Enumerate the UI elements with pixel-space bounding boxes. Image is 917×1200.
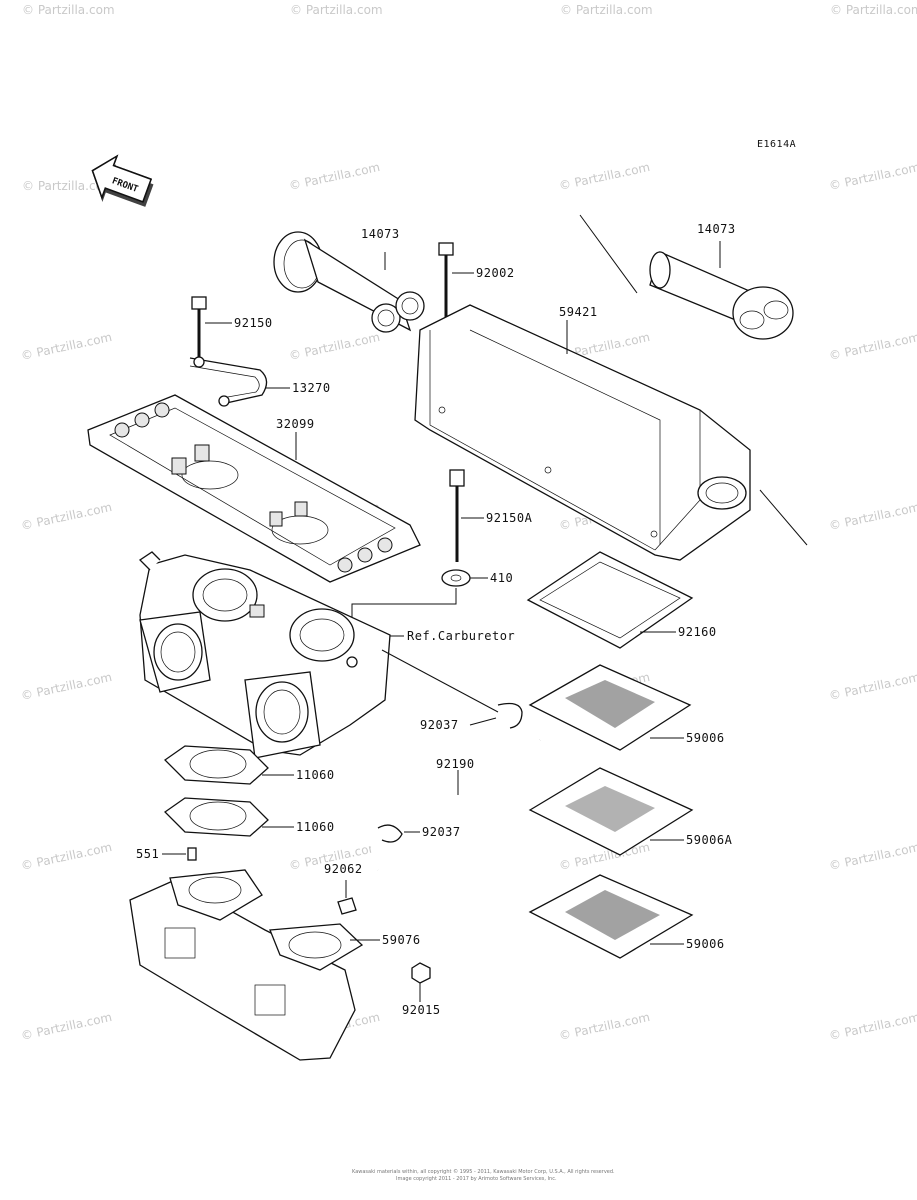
label-92160: 92160: [678, 625, 717, 639]
gasket-92160: [526, 551, 694, 649]
watermark: © Partzilla.com: [22, 3, 115, 17]
watermark: © Partzilla.com: [20, 840, 113, 873]
manifold-59076: [129, 869, 364, 1061]
nut-92015: [411, 962, 431, 984]
label-410: 410: [490, 571, 513, 585]
label-92190: 92190: [436, 757, 475, 771]
watermark: © Partzilla.com: [830, 3, 917, 17]
watermark: © Partzilla.com: [558, 160, 651, 193]
label-32099: 32099: [276, 417, 315, 431]
fitting-92062: [337, 897, 357, 915]
pin-551: [187, 847, 197, 861]
watermark: © Partzilla.com: [828, 500, 917, 533]
label-11060-top: 11060: [296, 768, 335, 782]
label-551: 551: [136, 847, 159, 861]
label-13270: 13270: [292, 381, 331, 395]
screen-59006-top: [528, 664, 692, 751]
watermark: © Partzilla.com: [828, 330, 917, 363]
watermark: © Partzilla.com: [20, 670, 113, 703]
carburetor-assembly: [138, 551, 391, 759]
screen-59006A: [528, 767, 694, 856]
label-59006A: 59006A: [686, 833, 733, 847]
plate-32099: [87, 394, 421, 583]
label-59421: 59421: [559, 305, 598, 319]
watermark: © Partzilla.com: [828, 160, 917, 193]
ref-carburetor-label: Ref.Carburetor: [407, 629, 515, 643]
gasket-11060-bottom: [163, 797, 269, 837]
label-92150A: 92150A: [486, 511, 533, 525]
label-11060-bottom: 11060: [296, 820, 335, 834]
watermark: © Partzilla.com: [290, 3, 383, 17]
label-59076: 59076: [382, 933, 421, 947]
clip-92037-top: [497, 702, 523, 729]
hose-92190: [363, 737, 543, 871]
label-92037-bottom: 92037: [422, 825, 461, 839]
gasket-11060-top: [163, 745, 269, 785]
label-59006-top: 59006: [686, 731, 725, 745]
watermark: © Partzilla.com: [560, 3, 653, 17]
watermark: © Partzilla.com: [828, 670, 917, 703]
watermark: © Partzilla.com: [20, 1010, 113, 1043]
bolt-92150A: [449, 469, 465, 562]
watermark-layer: © Partzilla.com © Partzilla.com © Partzi…: [20, 3, 917, 1043]
label-92062: 92062: [324, 862, 363, 876]
watermark: © Partzilla.com: [20, 330, 113, 363]
watermark: © Partzilla.com: [828, 840, 917, 873]
watermark: © Partzilla.com: [22, 179, 115, 193]
watermark: © Partzilla.com: [828, 1010, 917, 1043]
diagram-code: E1614A: [757, 139, 796, 150]
washer-410: [441, 569, 471, 587]
label-92015: 92015: [402, 1003, 441, 1017]
front-arrow-icon: FRONT: [91, 154, 154, 207]
label-92002: 92002: [476, 266, 515, 280]
bracket-13270: [189, 356, 268, 407]
copyright-line-1: Kawasaki materials within, all copyright…: [352, 1168, 615, 1175]
label-92037-top: 92037: [420, 718, 459, 732]
label-14073-left: 14073: [361, 227, 400, 241]
screen-59006-bottom: [528, 874, 694, 959]
watermark: © Partzilla.com: [288, 160, 381, 193]
watermark: © Partzilla.com: [20, 500, 113, 533]
bolt-92150: [191, 296, 207, 362]
clip-92037-bottom: [377, 824, 403, 843]
watermark: © Partzilla.com: [558, 1010, 651, 1043]
label-14073-right: 14073: [697, 222, 736, 236]
label-92150: 92150: [234, 316, 273, 330]
label-59006-bottom: 59006: [686, 937, 725, 951]
air-box-59421: [414, 304, 751, 561]
watermark: © Partzilla.com: [288, 330, 381, 363]
copyright-line-2: Image copyright 2011 - 2017 by Arimoto S…: [396, 1176, 557, 1182]
air-duct-right: [649, 251, 794, 340]
air-duct-left: [273, 231, 425, 333]
